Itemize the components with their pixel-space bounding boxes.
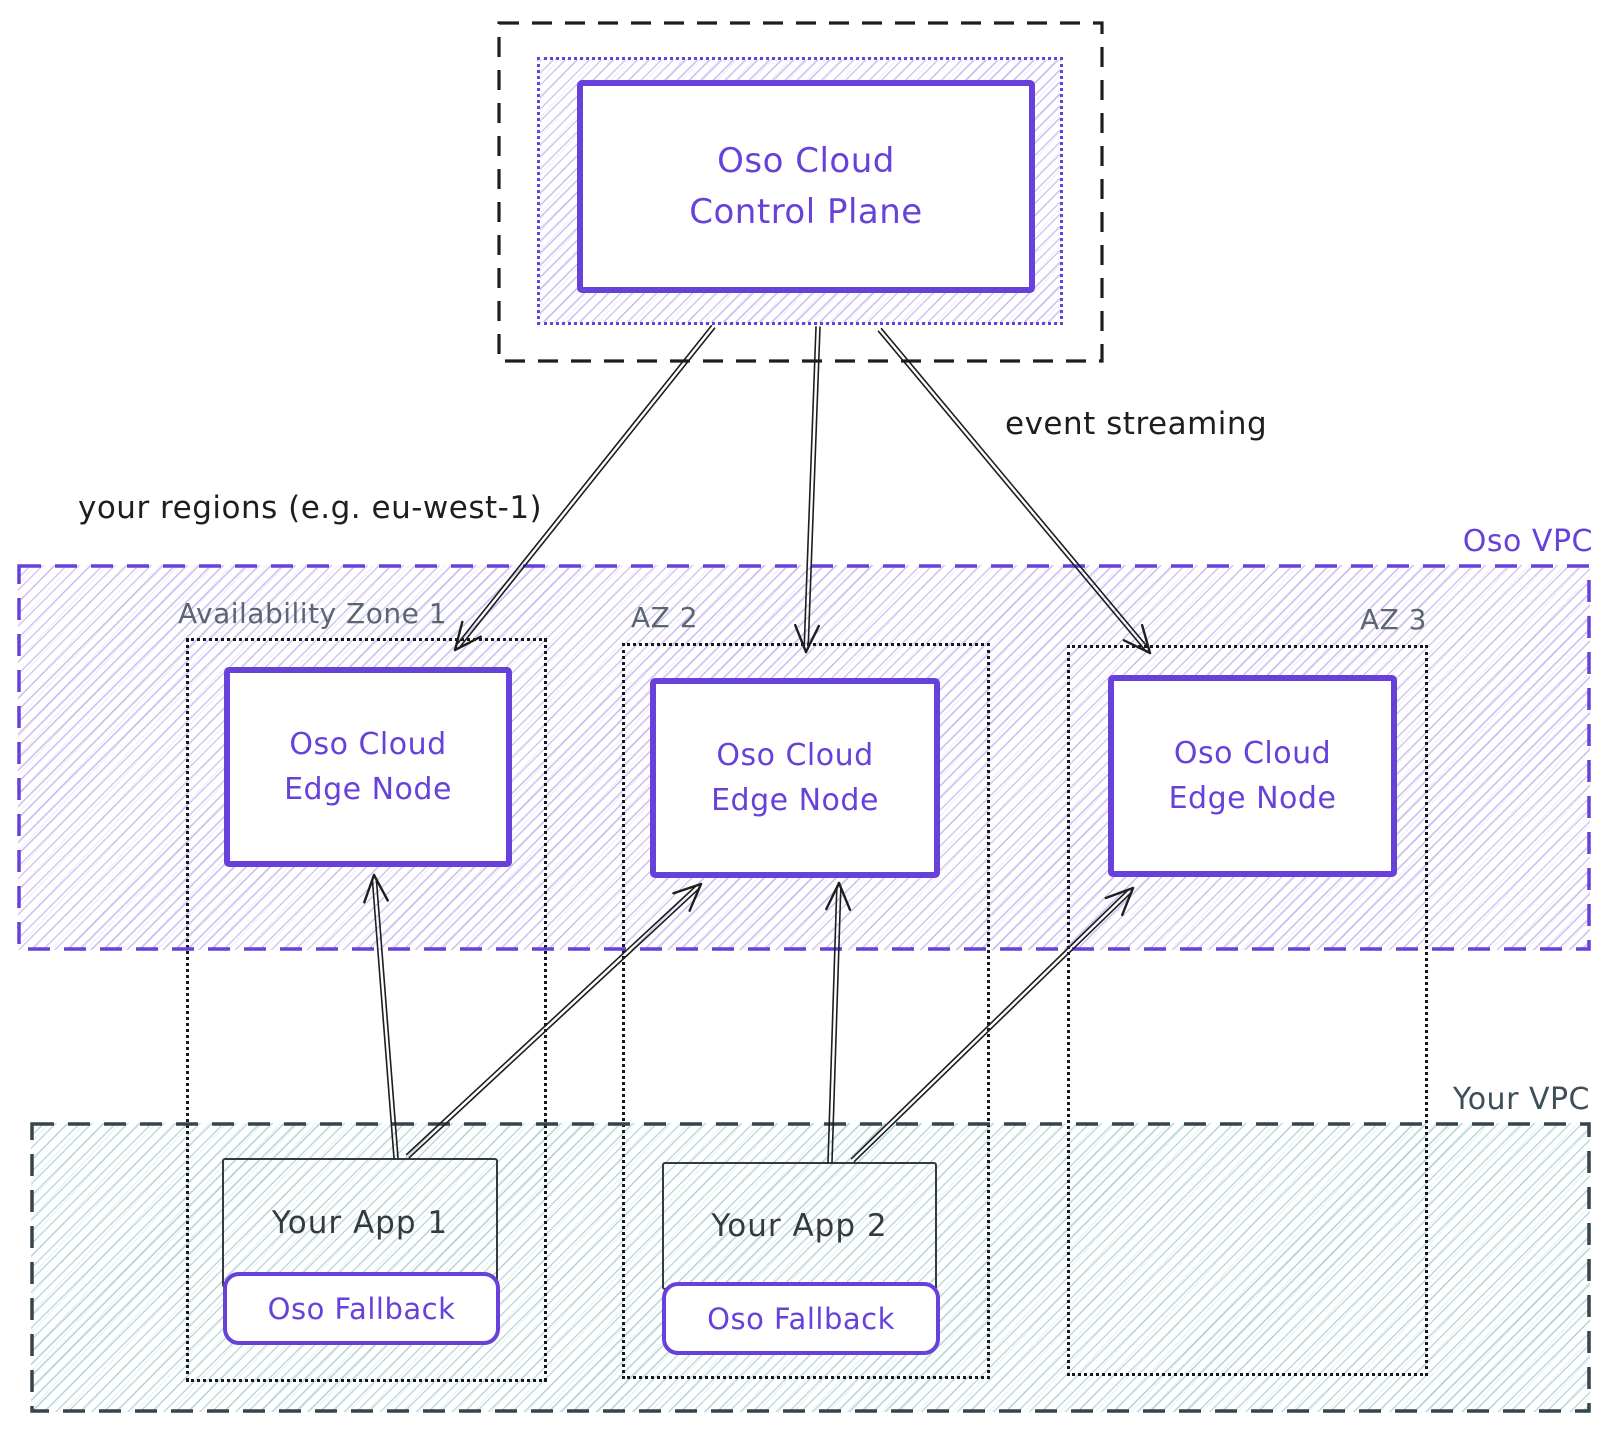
edge-node-label-line1: Oso Cloud (716, 738, 874, 773)
oso-fallback-1-box: Oso Fallback (223, 1272, 500, 1345)
edge-node-label-line2: Edge Node (1168, 781, 1337, 816)
oso-fallback-2-label: Oso Fallback (707, 1301, 895, 1336)
availability-zone-2-label: AZ 2 (631, 601, 699, 634)
edge-node-label-line1: Oso Cloud (1173, 736, 1332, 771)
control-plane-box: Oso Cloud Control Plane (577, 80, 1035, 293)
your-app-1-box: Your App 1 (222, 1158, 498, 1288)
your-vpc-label: Your VPC (1452, 1082, 1590, 1117)
edge-node-label-line2: Edge Node (711, 783, 879, 818)
control-plane-title-line1: Oso Cloud (717, 140, 895, 181)
oso-fallback-1-label: Oso Fallback (267, 1291, 456, 1326)
your-app-1-title: Your App 1 (271, 1205, 449, 1241)
your-regions-label: your regions (e.g. eu-west-1) (78, 490, 543, 526)
availability-zone-3-label: AZ 3 (1359, 603, 1427, 636)
oso-fallback-2-box: Oso Fallback (662, 1282, 940, 1355)
availability-zone-1-label: Availability Zone 1 (178, 597, 448, 630)
edge-node-label-line1: Oso Cloud (289, 727, 447, 762)
control-plane-title-line2: Control Plane (689, 191, 923, 232)
edge-node-2-box: Oso Cloud Edge Node (650, 678, 940, 878)
edge-node-3-box: Oso Cloud Edge Node (1108, 675, 1397, 877)
event-streaming-label: event streaming (1005, 406, 1268, 442)
your-app-2-box: Your App 2 (662, 1162, 937, 1290)
your-app-2-title: Your App 2 (711, 1208, 888, 1244)
oso-vpc-label: Oso VPC (1462, 524, 1593, 559)
edge-node-1-box: Oso Cloud Edge Node (224, 667, 512, 867)
edge-node-label-line2: Edge Node (284, 772, 452, 807)
